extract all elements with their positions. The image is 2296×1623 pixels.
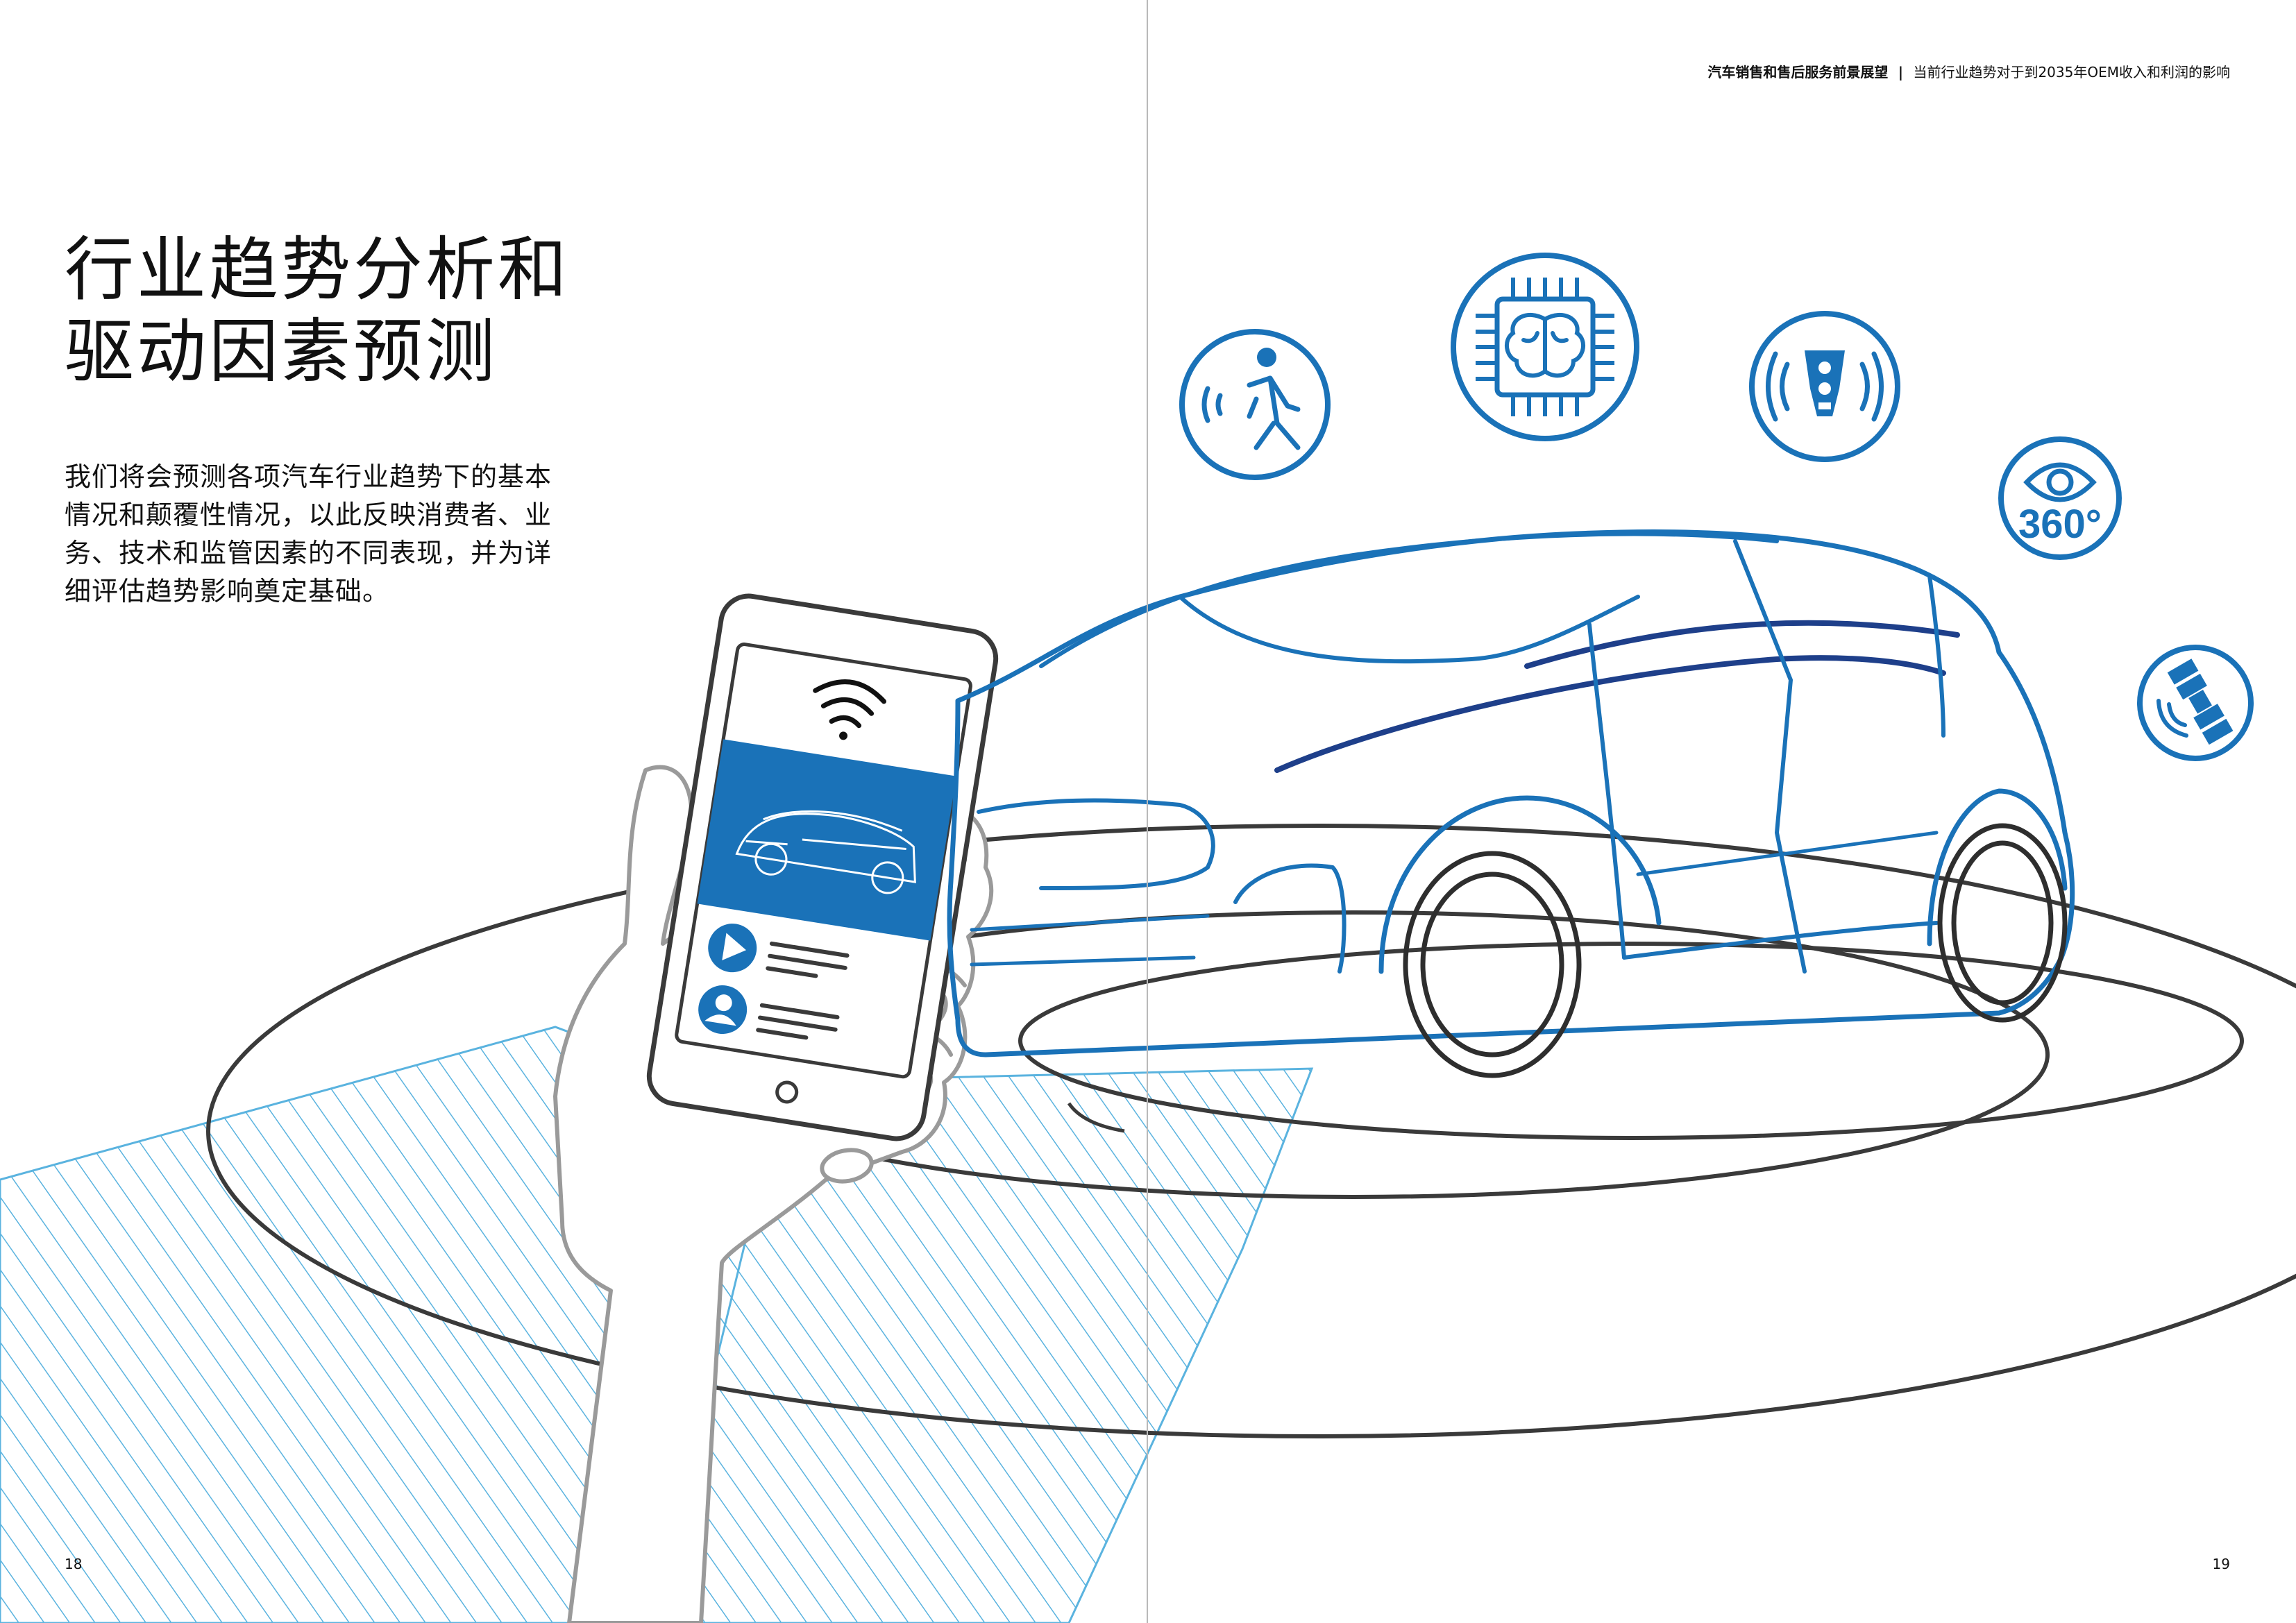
wifi-icon [813, 679, 886, 740]
pedestrian-sensor-icon [1179, 329, 1331, 480]
car-wheels [1403, 823, 2068, 1078]
ground-rings [206, 824, 2296, 1438]
connected-traffic-light-icon [1749, 311, 1900, 462]
page-title-line-2: 驱动因素预测 [65, 311, 498, 392]
phone-car-panel [697, 739, 956, 941]
home-button-icon [775, 1080, 799, 1104]
car-wireframe [947, 529, 2075, 1057]
page-number-left: 18 [65, 1556, 83, 1572]
page-number-right: 19 [2212, 1556, 2230, 1572]
running-header: 汽车销售和售后服务前景展望 | 当前行业趋势对于到2035年OEM收入和利润的影… [1707, 61, 2230, 81]
smartphone [646, 593, 999, 1141]
page-spine [1147, 0, 1148, 1623]
page-title-line-1: 行业趋势分析和 [65, 229, 570, 310]
360-view-eye-icon: 360° [1998, 436, 2122, 560]
ai-brain-chip-icon [1451, 253, 1639, 441]
page-title: 行业趋势分析和 驱动因素预测 [65, 229, 570, 393]
user-icon [698, 985, 748, 1035]
360-label: 360° [2018, 502, 2102, 547]
header-separator: | [1898, 64, 1904, 80]
user-row-lines [756, 1003, 840, 1040]
satellite-icon [2137, 645, 2254, 761]
play-row-lines [766, 941, 850, 978]
section-title: 当前行业趋势对于到2035年OEM收入和利润的影响 [1913, 64, 2230, 80]
report-title: 汽车销售和售后服务前景展望 [1707, 64, 1889, 80]
play-icon [708, 924, 757, 973]
intro-paragraph: 我们将会预测各项汽车行业趋势下的基本情况和颠覆性情况，以此反映消费者、业务、技术… [65, 461, 552, 606]
